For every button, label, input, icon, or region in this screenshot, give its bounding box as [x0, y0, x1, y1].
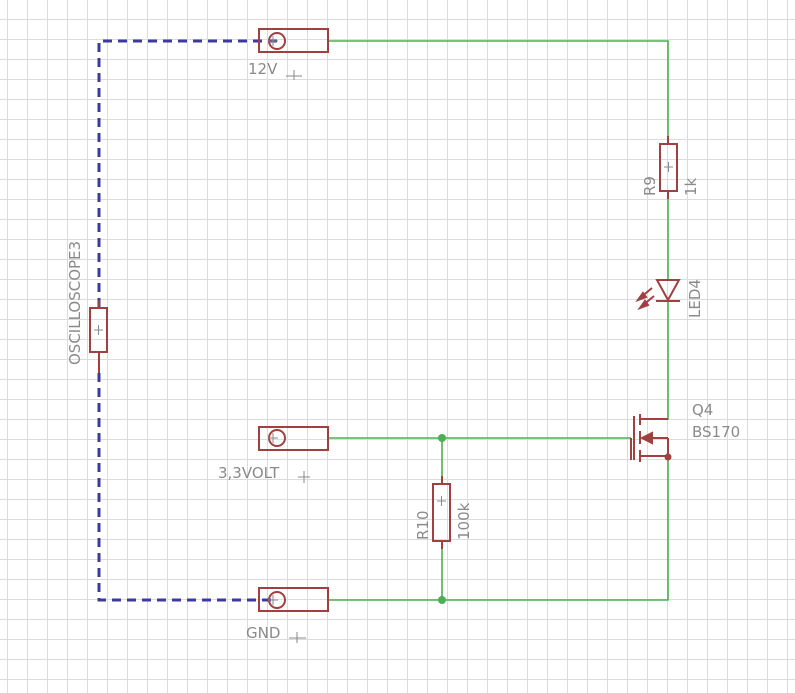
mosfet-arrow: [639, 431, 653, 445]
resistor-r9-body: [659, 143, 678, 192]
label-3v3: 3,3VOLT: [218, 464, 280, 482]
connector-gnd-origin: [268, 595, 278, 605]
label-gnd-origin: [289, 632, 306, 643]
wire-net: [328, 40, 669, 604]
wire-gnd: [328, 458, 669, 601]
oscilloscope-probe[interactable]: OSCILLOSCOPE3: [66, 39, 277, 602]
resistor-r9-origin: [664, 162, 673, 172]
oscilloscope-label: OSCILLOSCOPE3: [66, 241, 84, 365]
probe-body: [89, 307, 108, 353]
resistor-r10-body: [432, 483, 451, 542]
label-r9: R9: [641, 176, 659, 196]
resistor-r9[interactable]: R9 1k: [641, 136, 700, 199]
resistor-r10-origin: [437, 496, 446, 506]
label-12v-origin: [286, 70, 302, 80]
junction-gate[interactable]: [438, 434, 446, 442]
connector-3v3[interactable]: 3,3VOLT: [218, 426, 329, 483]
probe-wire-top: [97, 39, 277, 308]
label-q4: Q4: [692, 401, 713, 419]
probe-origin-cross: [94, 325, 103, 335]
connector-12v-body: [258, 28, 329, 53]
label-r10-value: 100k: [455, 502, 473, 540]
probe-wire-bottom: [97, 373, 277, 602]
connector-3v3-origin: [268, 433, 278, 443]
label-3v3-origin: [298, 471, 310, 483]
junction-gnd[interactable]: [438, 596, 446, 604]
led-emission-arrows: [635, 287, 655, 311]
label-12v: 12V: [248, 60, 278, 78]
connector-12v-origin: [268, 36, 278, 46]
led-led4[interactable]: LED4: [635, 279, 704, 318]
label-q4-value: BS170: [692, 423, 740, 441]
connector-12v[interactable]: 12V: [248, 28, 329, 80]
connector-gnd[interactable]: GND: [246, 587, 329, 643]
mosfet-q4[interactable]: Q4 BS170: [630, 401, 740, 462]
label-r10: R10: [414, 510, 432, 540]
label-gnd: GND: [246, 624, 280, 642]
led-triangle: [655, 279, 681, 303]
resistor-r10[interactable]: R10 100k: [414, 476, 473, 549]
wire-12v: [328, 40, 669, 144]
connector-3v3-body: [258, 426, 329, 451]
label-led4: LED4: [686, 279, 704, 318]
label-r9-value: 1k: [682, 177, 700, 196]
connector-gnd-body: [258, 587, 329, 612]
